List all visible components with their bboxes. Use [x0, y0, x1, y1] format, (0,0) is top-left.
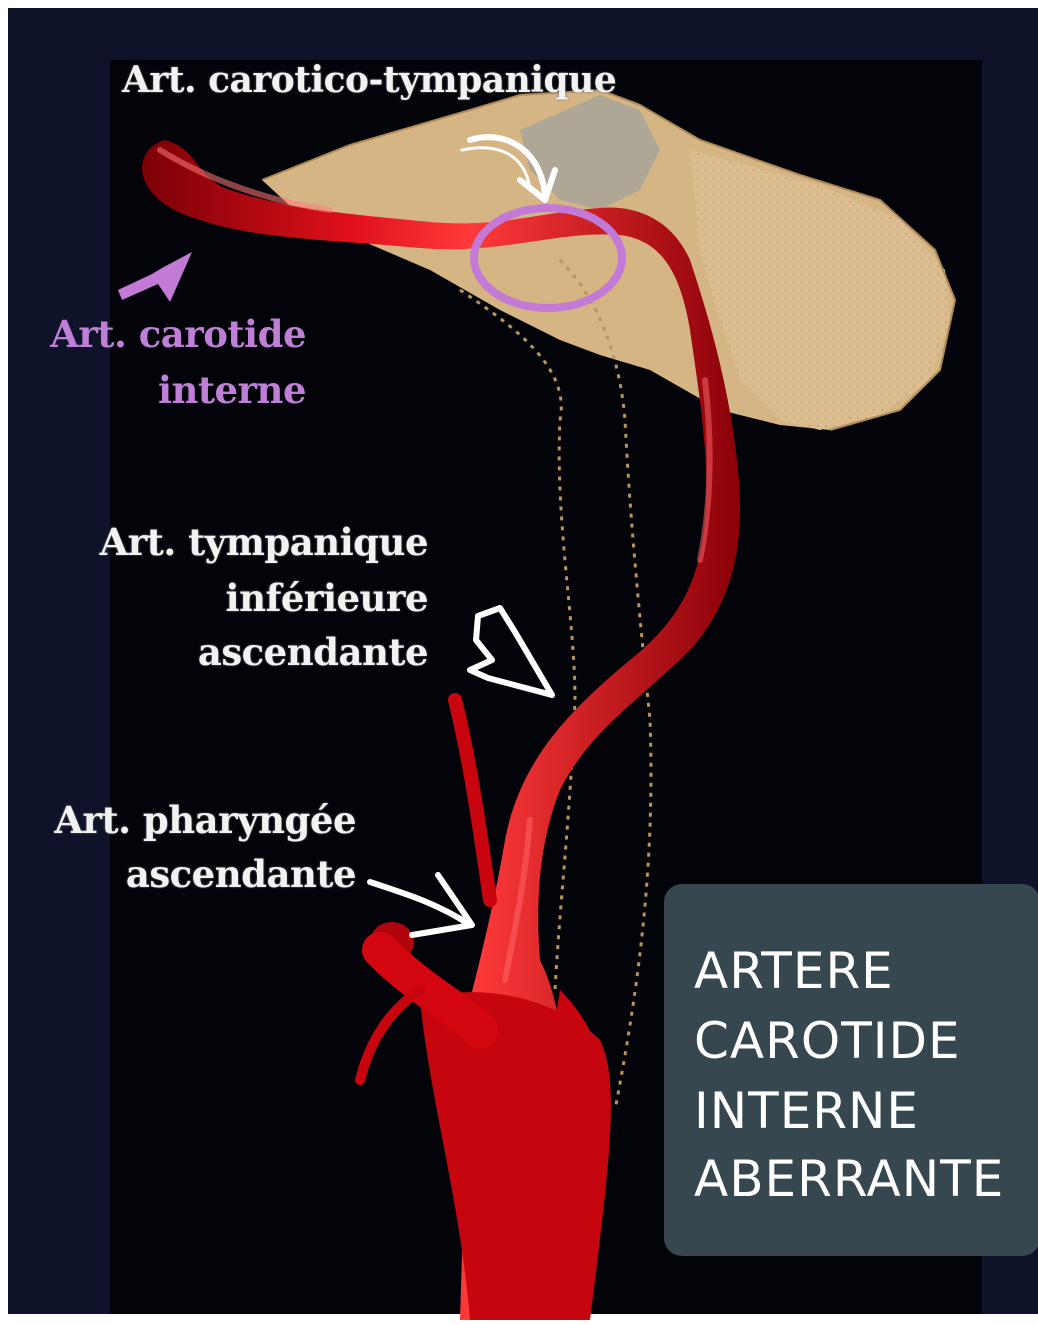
label-tympanique-line2: inférieure: [60, 580, 428, 617]
label-pharyngee-line1: Art. pharyngée: [20, 802, 356, 839]
title-line-2: CAROTIDE: [694, 1016, 961, 1066]
label-carotide-interne-line1: Art. carotide: [36, 316, 306, 353]
title-line-1: ARTERE: [694, 946, 894, 996]
title-line-4: ABERRANTE: [694, 1154, 1004, 1204]
label-carotide-interne-line2: interne: [36, 372, 306, 409]
label-tympanique-line3: ascendante: [60, 634, 428, 671]
title-box: ARTERE CAROTIDE INTERNE ABERRANTE: [664, 884, 1038, 1256]
label-carotico-tympanique: Art. carotico-tympanique: [122, 62, 616, 98]
label-tympanique-line1: Art. tympanique: [60, 524, 428, 561]
title-line-3: INTERNE: [694, 1086, 919, 1136]
label-pharyngee-line2: ascendante: [20, 856, 356, 893]
